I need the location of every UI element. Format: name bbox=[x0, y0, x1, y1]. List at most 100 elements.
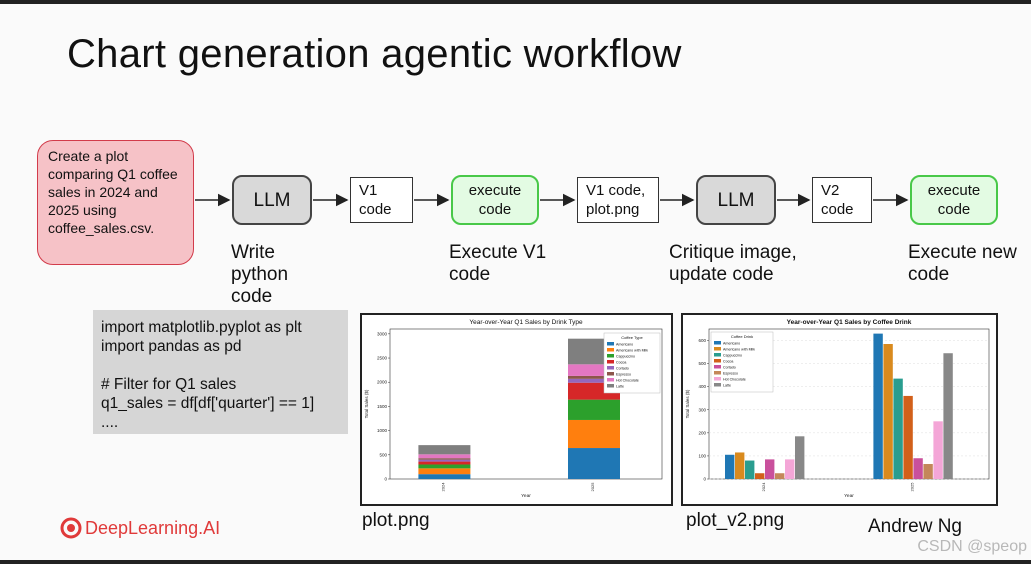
y-tick-label: 500 bbox=[379, 452, 387, 457]
legend-label: Cocoa bbox=[616, 360, 626, 364]
v2-code-box: V2 code bbox=[812, 177, 872, 223]
chart-v2-frame: Year-over-Year Q1 Sales by Coffee Drink 0… bbox=[681, 313, 998, 506]
legend-swatch bbox=[714, 341, 721, 345]
caption-critique: Critique image, update code bbox=[669, 242, 797, 285]
x-axis-label: Year bbox=[844, 493, 854, 499]
legend-box bbox=[710, 331, 774, 393]
legend-swatch bbox=[714, 347, 721, 351]
legend-swatch bbox=[714, 365, 721, 369]
workflow-arrows bbox=[195, 193, 909, 207]
legend-swatch bbox=[714, 371, 721, 375]
caption-write-code: Write python code bbox=[231, 242, 289, 307]
bar-cocoa bbox=[755, 473, 765, 479]
legend-label: Americano bbox=[616, 342, 633, 346]
file-caption-plot: plot.png bbox=[362, 510, 430, 531]
chart-title: Year-over-Year Q1 Sales by Coffee Drink bbox=[787, 319, 912, 326]
y-axis-label: Total Sales ($) bbox=[364, 389, 369, 418]
bar-americano bbox=[418, 474, 471, 479]
bar-hot-chocolate bbox=[568, 364, 620, 376]
legend-label: Espresso bbox=[723, 371, 738, 375]
watermark: CSDN @speop bbox=[917, 538, 1027, 555]
x-tick-label: 2025 bbox=[590, 482, 595, 492]
bottom-border bbox=[0, 560, 1031, 564]
legend-swatch bbox=[714, 359, 721, 363]
legend-swatch bbox=[607, 342, 614, 346]
llm-box-1: LLM bbox=[232, 175, 312, 225]
legend-swatch bbox=[607, 372, 614, 376]
bar-cortado bbox=[765, 459, 775, 479]
code-snippet: import matplotlib.pyplot as plt import p… bbox=[93, 310, 348, 434]
x-tick-label: 2024 bbox=[440, 482, 445, 492]
legend-label: Hot Chocolate bbox=[616, 378, 639, 382]
v1-code-plot-box: V1 code, plot.png bbox=[577, 177, 659, 223]
plot-area bbox=[389, 328, 663, 480]
file-caption-plot-v2: plot_v2.png bbox=[686, 510, 785, 531]
y-axis-label: Total Sales ($) bbox=[685, 389, 690, 418]
legend-swatch bbox=[607, 384, 614, 388]
legend-swatch bbox=[607, 360, 614, 364]
y-tick-label: 200 bbox=[698, 430, 706, 435]
y-tick-label: 0 bbox=[703, 477, 706, 482]
bar-cappuccino bbox=[418, 464, 471, 469]
bar-espresso bbox=[923, 464, 933, 479]
bar-cortado bbox=[418, 459, 471, 462]
bar-latte bbox=[943, 353, 953, 479]
y-tick-label: 500 bbox=[698, 361, 706, 366]
legend-label: Cocoa bbox=[723, 359, 733, 363]
chart-v1: Year-over-Year Q1 Sales by Drink Type050… bbox=[364, 319, 663, 499]
bar-cappuccino bbox=[568, 399, 620, 420]
bar-latte bbox=[795, 436, 805, 479]
bar-cortado bbox=[913, 458, 923, 479]
bar-espresso bbox=[568, 375, 620, 379]
y-tick-label: 300 bbox=[698, 407, 706, 412]
y-tick-label: 400 bbox=[698, 384, 706, 389]
legend-swatch bbox=[714, 353, 721, 357]
x-tick-label: 2025 bbox=[909, 482, 914, 492]
legend-label: Cortado bbox=[616, 366, 629, 370]
execute-code-box-1: execute code bbox=[451, 175, 539, 225]
y-tick-label: 3000 bbox=[377, 331, 388, 336]
deeplearning-logo-icon bbox=[60, 517, 82, 539]
chart-title: Year-over-Year Q1 Sales by Drink Type bbox=[469, 319, 583, 326]
caption-execute-v1: Execute V1 code bbox=[449, 242, 547, 285]
legend-label: Cappuccino bbox=[616, 354, 635, 358]
bar-hot-chocolate bbox=[933, 421, 943, 479]
prompt-box: Create a plot comparing Q1 coffee sales … bbox=[37, 140, 194, 265]
y-tick-label: 100 bbox=[698, 453, 706, 458]
bar-americano bbox=[725, 454, 735, 479]
legend-swatch bbox=[714, 383, 721, 387]
legend-label: Hot Chocolate bbox=[723, 377, 746, 381]
bar-espresso bbox=[775, 473, 785, 479]
legend-swatch bbox=[607, 366, 614, 370]
bar-americano-with-milk bbox=[418, 468, 471, 475]
bar-americano bbox=[568, 448, 620, 479]
legend-swatch bbox=[607, 378, 614, 382]
llm-box-2: LLM bbox=[696, 175, 776, 225]
bar-latte bbox=[418, 445, 471, 455]
legend-swatch bbox=[714, 377, 721, 381]
legend-label: Latte bbox=[723, 383, 731, 387]
top-border bbox=[0, 0, 1031, 4]
bar-americano-with-milk bbox=[568, 419, 620, 449]
v1-code-box: V1 code bbox=[350, 177, 413, 223]
slide-title: Chart generation agentic workflow bbox=[67, 32, 682, 76]
bar-hot-chocolate bbox=[785, 459, 795, 479]
legend-label: Americano bbox=[723, 341, 740, 345]
bar-americano bbox=[873, 333, 883, 479]
author-name: Andrew Ng bbox=[868, 516, 962, 537]
legend-label: Americano with Milk bbox=[616, 348, 648, 352]
bar-americano-with-milk bbox=[735, 452, 745, 479]
bar-cortado bbox=[568, 378, 620, 383]
y-tick-label: 1500 bbox=[377, 404, 388, 409]
bar-americano-with-milk bbox=[883, 344, 893, 479]
deeplearning-logo: DeepLearning.AI bbox=[60, 517, 220, 539]
bar-cocoa bbox=[903, 395, 913, 479]
x-axis-label: Year bbox=[521, 493, 531, 499]
legend-label: Cappuccino bbox=[723, 353, 742, 357]
bar-cappuccino bbox=[893, 378, 903, 479]
legend-swatch bbox=[607, 348, 614, 352]
legend-label: Espresso bbox=[616, 372, 631, 376]
legend-label: Latte bbox=[616, 384, 624, 388]
